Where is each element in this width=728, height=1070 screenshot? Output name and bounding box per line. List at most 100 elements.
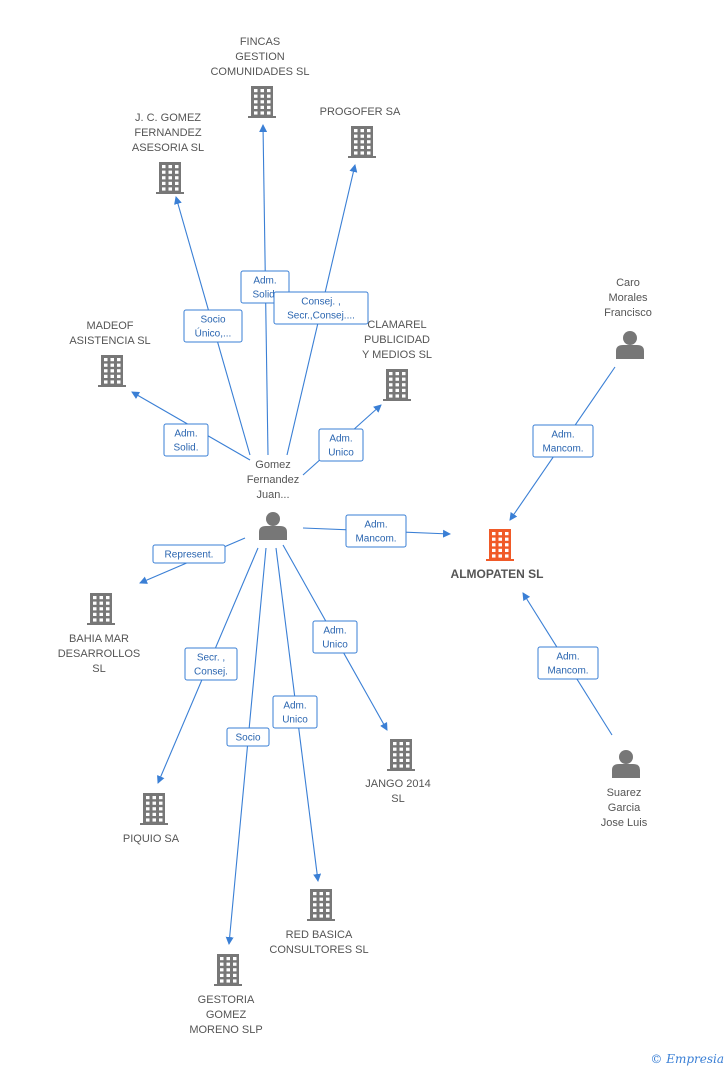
node-label: CLAMAREL: [367, 319, 426, 331]
edge-label[interactable]: Adm. Unico: [318, 428, 364, 462]
node-label: PROGOFER SA: [320, 106, 401, 118]
edge-gomez-to-bahia: Represent.: [139, 537, 246, 584]
building-icon: [214, 954, 242, 986]
node-label: FINCAS: [240, 36, 280, 48]
edge-label[interactable]: Represent.: [152, 544, 226, 564]
edge-suarez-to-almopaten: Adm. Mancom.: [522, 592, 613, 736]
node-label: Jose Luis: [601, 817, 648, 829]
edge-gomez-to-madeof: Adm. Solid.: [131, 391, 251, 461]
node-label: GESTORIA: [198, 994, 255, 1006]
edge-label-text: Único,...: [195, 327, 232, 340]
node-label: Juan...: [256, 489, 289, 501]
building-icon: [140, 793, 168, 825]
edge-label-box: [312, 620, 358, 654]
building-icon: [156, 162, 184, 194]
edge-label-text: Adm.: [556, 652, 579, 663]
edge-label-text: Secr.,Consej....: [287, 311, 355, 322]
edge-label[interactable]: Adm. Mancom.: [537, 646, 599, 680]
building-icon: [387, 739, 415, 771]
node-label: SL: [391, 793, 404, 805]
node-label: ALMOPATEN SL: [451, 567, 544, 581]
edge-label-text: Unico: [328, 448, 354, 459]
edge-label[interactable]: Socio: [226, 727, 270, 747]
edge-label[interactable]: Secr. ,Consej.: [184, 647, 238, 681]
edge-label[interactable]: Adm.Mancom.: [532, 424, 594, 458]
edge-gomez-to-almopaten: Adm. Mancom.: [302, 514, 451, 548]
node-label: Morales: [608, 292, 648, 304]
node-piquio[interactable]: PIQUIO SA: [123, 793, 180, 845]
node-madeof[interactable]: MADEOF ASISTENCIA SL: [69, 320, 151, 387]
node-label: JANGO 2014: [365, 778, 430, 790]
edge-label-text: Mancom.: [355, 534, 396, 545]
edge-label-box: [184, 647, 238, 681]
building-icon: [348, 126, 376, 158]
person-icon: [259, 512, 287, 540]
edge-label-box: [272, 695, 318, 729]
node-label: GOMEZ: [206, 1009, 247, 1021]
edge-label-text: Adm.: [323, 626, 346, 637]
person-icon: [612, 750, 640, 778]
node-label: COMUNIDADES SL: [210, 66, 309, 78]
edge-label-text: Solid.: [173, 443, 198, 454]
node-label: MADEOF: [86, 320, 133, 332]
edge-gomez-to-gestoria: Socio: [225, 547, 270, 945]
edge-label-text: Secr. ,: [197, 653, 225, 664]
edge-label-box: [318, 428, 364, 462]
edge-gomez-to-jcgomez: SocioÚnico,...: [174, 196, 251, 456]
edge-label-box: [532, 424, 594, 458]
building-icon: [383, 369, 411, 401]
edge-label-text: Consej. ,: [301, 297, 340, 308]
edge-label[interactable]: Consej. , Secr.,Consej....: [273, 291, 369, 325]
edge-label[interactable]: Adm. Unico: [312, 620, 358, 654]
edge-label-text: Unico: [282, 715, 308, 726]
edge-label[interactable]: Adm.Unico: [272, 695, 318, 729]
node-label: SL: [92, 663, 105, 675]
edge-label-box: [226, 727, 270, 747]
edge-gomez-to-piquio: Secr. ,Consej.: [157, 547, 259, 784]
edge-label[interactable]: SocioÚnico,...: [183, 309, 243, 343]
edge-label-text: Unico: [322, 640, 348, 651]
edge-gomez-to-jango: Adm. Unico: [282, 544, 388, 731]
node-label: Gomez: [255, 459, 290, 471]
node-label: ASISTENCIA SL: [69, 335, 150, 347]
node-gomez[interactable]: GomezFernandezJuan...: [247, 459, 300, 540]
edge-label[interactable]: Adm. Mancom.: [345, 514, 407, 548]
edge-label-text: Mancom.: [547, 666, 588, 677]
edge-label-text: Adm.: [329, 434, 352, 445]
edge-label-text: Adm.: [174, 429, 197, 440]
edge-caro-to-almopaten: Adm.Mancom.: [509, 366, 616, 521]
edge-label-text: Socio: [200, 315, 225, 326]
node-label: Francisco: [604, 307, 652, 319]
edge-label-box: [345, 514, 407, 548]
node-label: Garcia: [608, 802, 641, 814]
node-label: BAHIA MAR: [69, 633, 129, 645]
edge-label-text: Solid.: [252, 290, 277, 301]
building-icon: [307, 889, 335, 921]
edge-label-text: Socio: [235, 733, 260, 744]
edge-label[interactable]: Adm. Solid.: [163, 423, 209, 457]
edge-gomez-to-clamarel: Adm. Unico: [302, 404, 382, 476]
edge-label-text: Adm.: [364, 520, 387, 531]
empresia-watermark: © Empresia: [650, 1052, 724, 1066]
edge-label-text: Represent.: [165, 550, 214, 561]
node-label: Y MEDIOS SL: [362, 349, 432, 361]
node-label: Suarez: [607, 787, 642, 799]
node-label: CONSULTORES SL: [269, 944, 368, 956]
edge-label-text: Adm.: [253, 276, 276, 287]
edge-label-box: [152, 544, 226, 564]
edge-label-box: [537, 646, 599, 680]
node-progofer[interactable]: PROGOFER SA: [320, 106, 401, 158]
edge-label-text: Mancom.: [542, 444, 583, 455]
node-almopaten[interactable]: ALMOPATEN SL: [451, 529, 544, 581]
